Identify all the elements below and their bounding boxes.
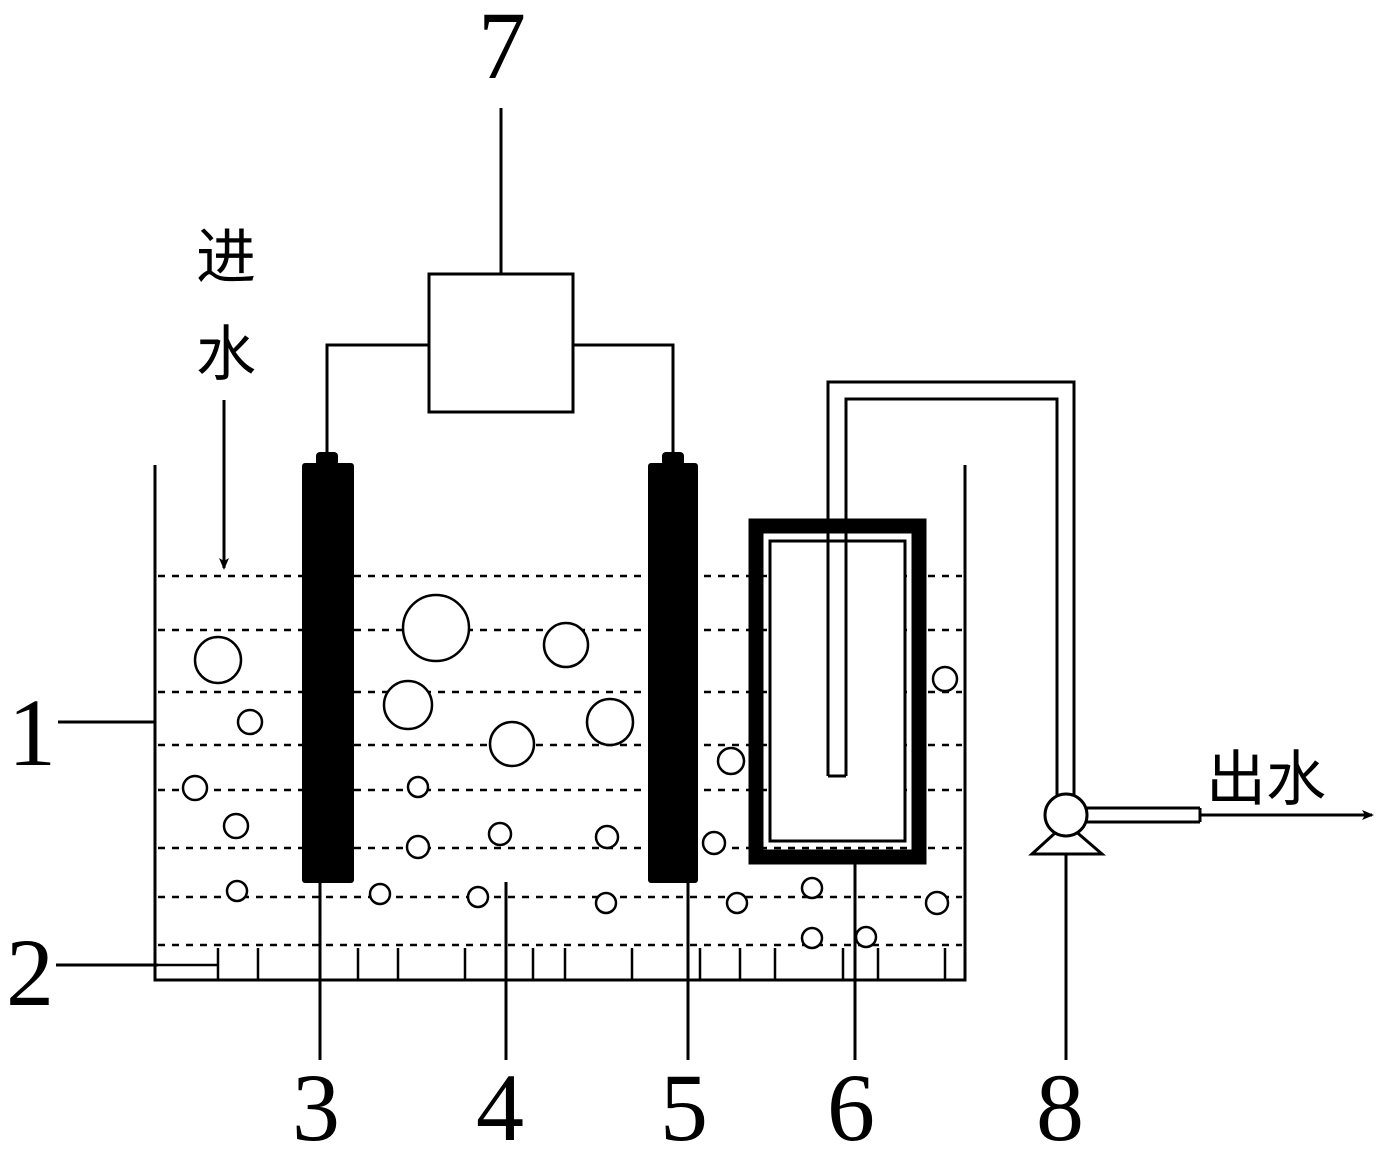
label-anode: 3 <box>292 1054 340 1149</box>
power-supply <box>427 108 575 414</box>
label-aerator: 2 <box>6 919 54 1026</box>
outlet-label: 出水 <box>1206 745 1326 815</box>
aeration-diffuser <box>158 948 947 980</box>
label-power-supply: 7 <box>478 0 526 99</box>
air-bubbles <box>181 593 959 950</box>
label-cathode: 5 <box>660 1054 708 1149</box>
anode-electrode <box>302 452 354 883</box>
label-tank: 1 <box>8 679 56 786</box>
cathode-electrode <box>648 452 698 883</box>
inlet-label-2: 水 <box>196 320 256 390</box>
label-membrane-module: 6 <box>827 1054 875 1149</box>
leader-lines <box>56 720 1068 1060</box>
label-pump: 8 <box>1036 1054 1084 1149</box>
effluent-pipe <box>826 380 1202 824</box>
wires <box>325 343 675 455</box>
membrane-module <box>748 518 927 865</box>
inlet-label-1: 进 <box>196 223 256 293</box>
pump-icon <box>1028 792 1107 856</box>
label-sludge-zone: 4 <box>476 1054 524 1149</box>
